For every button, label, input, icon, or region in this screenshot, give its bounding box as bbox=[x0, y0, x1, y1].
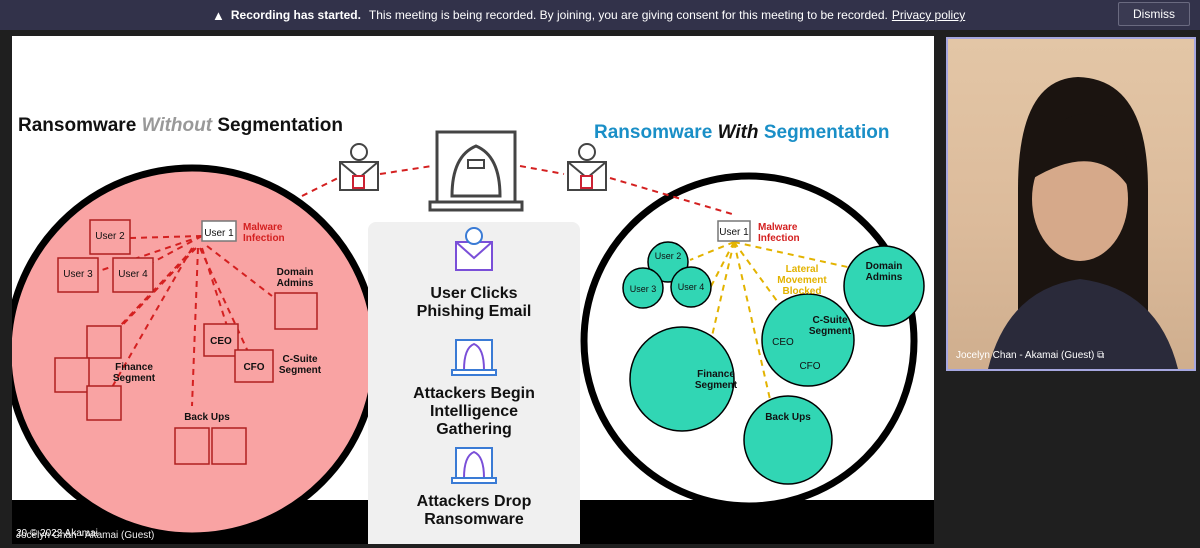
right-nodes bbox=[622, 241, 925, 485]
participant-video-tile[interactable]: Jocelyn Chan - Akamai (Guest) ⧉ bbox=[946, 37, 1196, 371]
slide-footer-caption: 20 © 2022 Akamai bbox=[16, 528, 98, 539]
left-title: Ransomware Without Segmentation bbox=[18, 115, 343, 136]
steps-panel bbox=[368, 222, 580, 544]
svg-text:User 4: User 4 bbox=[678, 282, 705, 292]
participant-name: Jocelyn Chan - Akamai (Guest) ⧉ bbox=[956, 350, 1105, 361]
svg-text:User 2: User 2 bbox=[655, 251, 682, 261]
presentation-slide: Ransomware Without Segmentation Ransomwa… bbox=[12, 36, 934, 544]
svg-text:User 4: User 4 bbox=[118, 269, 148, 280]
svg-text:User 1: User 1 bbox=[204, 228, 234, 239]
dismiss-button[interactable]: Dismiss bbox=[1118, 2, 1190, 26]
shared-screen: Ransomware Without Segmentation Ransomwa… bbox=[12, 36, 934, 544]
left-node-user1: User 1 bbox=[201, 220, 237, 242]
phishing-envelope-icon bbox=[339, 143, 379, 191]
svg-text:CEO: CEO bbox=[210, 336, 232, 347]
right-title: Ransomware With Segmentation bbox=[594, 122, 889, 143]
svg-text:User 1: User 1 bbox=[719, 227, 749, 238]
banner-message: This meeting is being recorded. By joini… bbox=[368, 8, 888, 22]
svg-text:User 3: User 3 bbox=[63, 269, 93, 280]
slide-diagram: Ransomware Without Segmentation Ransomwa… bbox=[12, 115, 925, 544]
screen-share-icon: ⧉ bbox=[1097, 350, 1105, 361]
recording-banner: ▲ Recording has started. This meeting is… bbox=[0, 0, 1200, 30]
svg-text:User 2: User 2 bbox=[95, 231, 125, 242]
svg-text:User 3: User 3 bbox=[630, 284, 657, 294]
svg-text:Back Ups: Back Ups bbox=[184, 412, 230, 423]
privacy-policy-link[interactable]: Privacy policy bbox=[891, 8, 966, 22]
warning-icon: ▲ bbox=[212, 7, 225, 23]
svg-text:CEO: CEO bbox=[772, 337, 794, 348]
participant-avatar bbox=[988, 77, 1178, 369]
step3-icon bbox=[451, 447, 497, 484]
phishing-envelope-icon bbox=[567, 143, 607, 191]
right-node-user1: User 1 bbox=[717, 220, 751, 242]
share-presenter-label: Jocelyn Chan - Akamai (Guest) bbox=[16, 530, 155, 541]
svg-text:CFO: CFO bbox=[799, 361, 820, 372]
svg-text:CFO: CFO bbox=[243, 362, 264, 373]
step1-icon bbox=[455, 227, 493, 271]
banner-title: Recording has started. bbox=[230, 8, 361, 22]
svg-text:Back Ups: Back Ups bbox=[765, 412, 811, 423]
hacker-laptop-icon bbox=[428, 130, 524, 212]
step2-icon bbox=[451, 339, 497, 376]
